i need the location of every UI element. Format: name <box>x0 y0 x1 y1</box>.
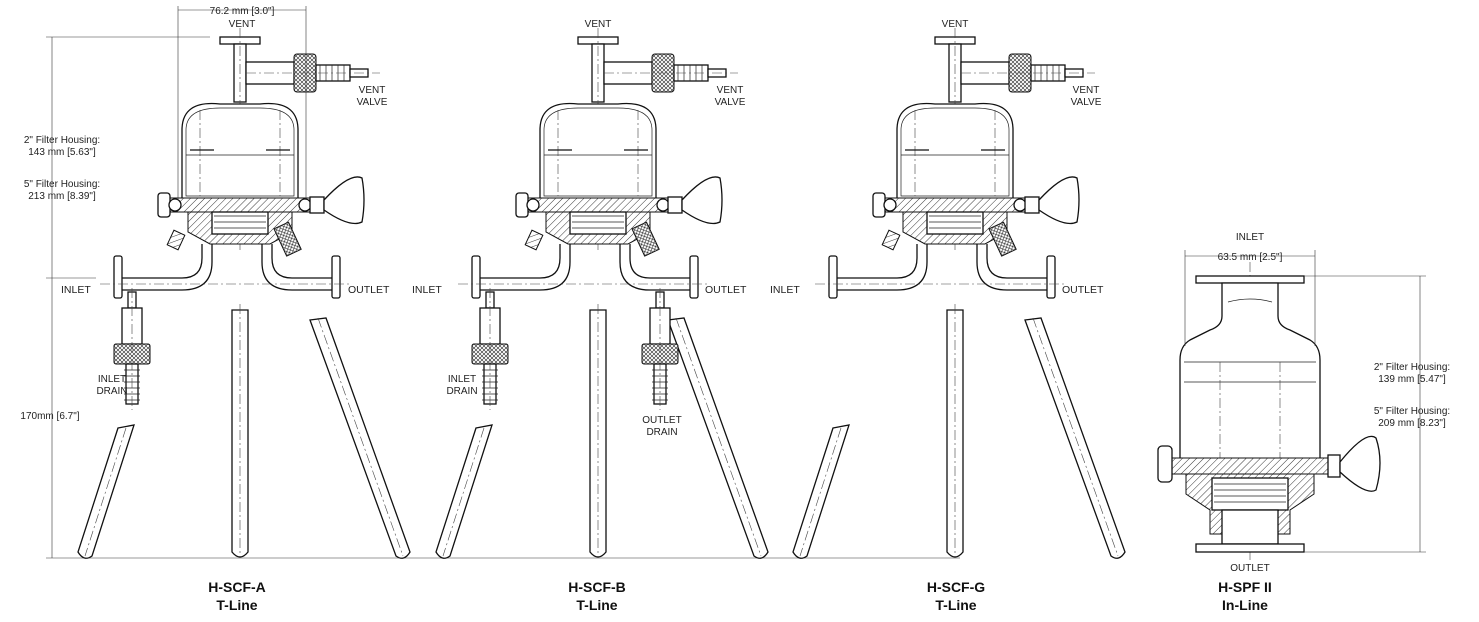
vent-label: VENT <box>942 19 969 30</box>
outlet-label: OUTLET <box>705 284 747 296</box>
caption-model: H-SCF-G <box>927 579 985 595</box>
dim-5in-value: 213 mm [8.39"] <box>28 191 96 202</box>
outlet-label: OUTLET <box>1062 284 1104 296</box>
vent-valve-label-line2: VALVE <box>357 97 388 108</box>
caption-model: H-SCF-B <box>568 579 626 595</box>
dim-2in-value: 143 mm [5.63"] <box>28 147 96 158</box>
inline-dimensions: 63.5 mm [2.5"] 2" Filter Housing: 139 mm… <box>1184 250 1450 553</box>
caption-type: T-Line <box>576 597 617 613</box>
unit-h-scf-a: VENT VENT VALVE INLET OUTLET INLET DRAIN… <box>61 19 411 613</box>
dim-2in-label: 2" Filter Housing: <box>24 135 100 146</box>
dim-inline-5in-label: 5" Filter Housing: <box>1374 406 1450 417</box>
vent-valve-label-line1: VENT <box>359 85 386 96</box>
outlet-label: OUTLET <box>348 284 390 296</box>
dim-width: 76.2 mm [3.0"] <box>210 6 275 17</box>
dim-leg-height: 170mm [6.7"] <box>20 411 79 422</box>
vent-valve-label-line1: VENT <box>1073 85 1100 96</box>
vent-label: VENT <box>585 19 612 30</box>
unit-h-spf-ii: INLET OUTLET H-SPF II In-Line <box>1157 232 1381 613</box>
caption-type: T-Line <box>216 597 257 613</box>
drain-label-line1: INLET <box>98 374 126 385</box>
dim-inline-2in-label: 2" Filter Housing: <box>1374 362 1450 373</box>
vent-valve-label-line1: VENT <box>717 85 744 96</box>
dim-inline-5in-value: 209 mm [8.23"] <box>1378 418 1446 429</box>
caption-type: In-Line <box>1222 597 1268 613</box>
dim-inline-2in-value: 139 mm [5.47"] <box>1378 374 1446 385</box>
tline-dimensions: 76.2 mm [3.0"] 2" Filter Housing: 143 mm… <box>20 6 960 559</box>
outlet-label: OUTLET <box>1230 563 1269 574</box>
unit-h-scf-b: VENT VENT VALVE INLET OUTLET INLET DRAIN… <box>412 19 769 613</box>
unit-h-scf-g: VENT VENT VALVE INLET OUTLET H-SCF-G T-L… <box>770 19 1126 613</box>
dim-inline-width: 63.5 mm [2.5"] <box>1218 252 1283 263</box>
inlet-drain-label-line2: DRAIN <box>446 386 477 397</box>
caption-model: H-SCF-A <box>208 579 266 595</box>
caption-model: H-SPF II <box>1218 579 1272 595</box>
inlet-drain-label-line1: INLET <box>448 374 476 385</box>
outlet-drain-label-line2: DRAIN <box>646 427 677 438</box>
inlet-label: INLET <box>770 284 800 296</box>
vent-valve-label-line2: VALVE <box>1071 97 1102 108</box>
inlet-label: INLET <box>1236 232 1264 243</box>
inlet-label: INLET <box>412 284 442 296</box>
outlet-drain-label-line1: OUTLET <box>642 415 681 426</box>
caption-type: T-Line <box>935 597 976 613</box>
dim-5in-label: 5" Filter Housing: <box>24 179 100 190</box>
drain-label-line2: DRAIN <box>96 386 127 397</box>
inlet-label: INLET <box>61 284 91 296</box>
vent-valve-label-line2: VALVE <box>715 97 746 108</box>
vent-label: VENT <box>229 19 256 30</box>
